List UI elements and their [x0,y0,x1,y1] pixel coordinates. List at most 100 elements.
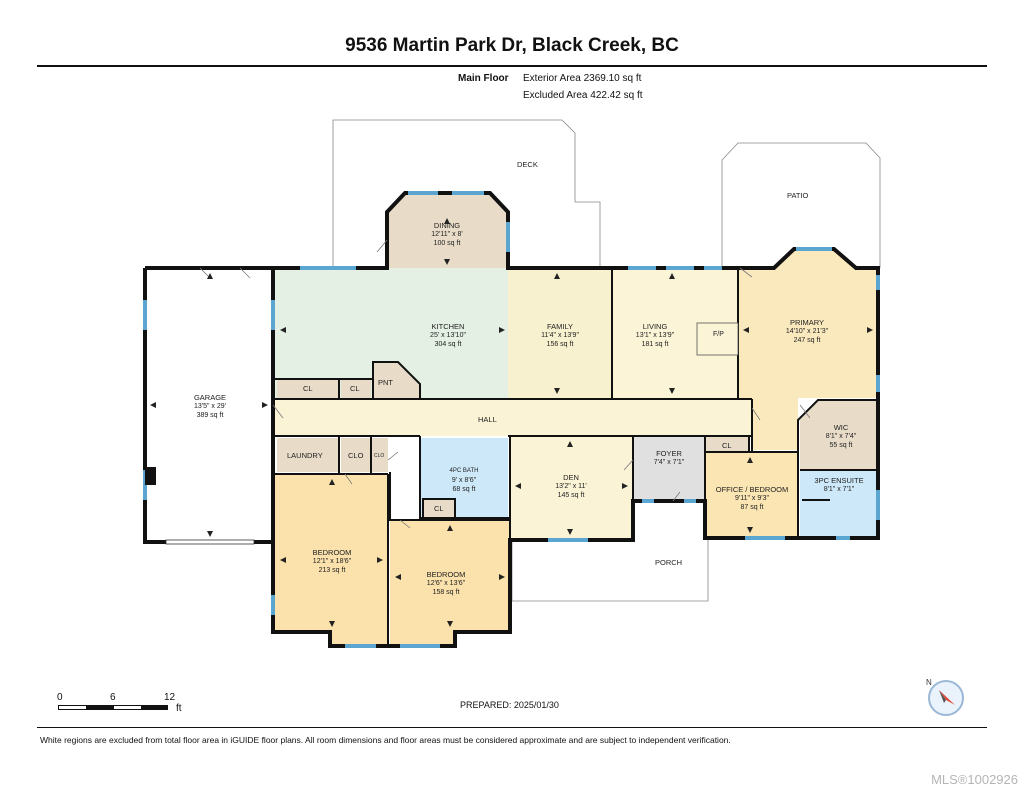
room-dims: 13'1" x 13'9" [635,332,675,339]
room-name: GARAGE [193,393,227,402]
compass-label: N [926,678,932,687]
room-area: 158 sq ft [432,589,460,596]
room-foyer: FOYER 7'4" x 7'1" [638,449,700,467]
room-kitchen: KITCHEN 25' x 13'10" 304 sq ft [398,322,498,349]
room-dims: 8'1" x 7'4" [825,433,857,440]
room-name: WIC [833,423,849,432]
scale-seg-2 [141,706,168,709]
deck-outline [332,119,601,268]
room-dining: DINING 12'11" x 8' 100 sq ft [407,221,487,248]
ensuite-fill [800,470,876,538]
clo-fill-2 [372,438,388,472]
room-area: 145 sq ft [557,492,585,499]
patio-label: PATIO [787,191,809,200]
clo-label-1: CLO [348,451,364,460]
room-living: LIVING 13'1" x 13'9" 181 sq ft [615,322,695,349]
room-ensuite: 3PC ENSUITE 8'1" x 7'1" [801,476,877,494]
bedroom2-fill [390,520,510,646]
excluded-area: Excluded Area 422.42 sq ft [523,90,643,101]
room-dims: 9' x 8'6" [451,477,477,484]
room-dims: 11'4" x 13'9" [541,332,579,339]
plan-title: 9536 Martin Park Dr, Black Creek, BC [345,35,679,56]
room-bath4: 4PC BATH 9' x 8'6" 68 sq ft [424,467,504,494]
cl-fill-2 [341,379,371,399]
room-name: PRIMARY [789,318,825,327]
title-rule [37,65,987,67]
room-dims: 7'4" x 7'1" [653,459,685,466]
room-area: 213 sq ft [318,567,346,574]
room-bedroom-2: BEDROOM 12'6" x 13'6" 158 sq ft [406,570,486,597]
scale-seg-1 [86,706,114,709]
room-name: OFFICE / BEDROOM [715,485,789,494]
fireplace [696,322,739,356]
prepared-date: PREPARED: 2025/01/30 [460,700,559,710]
mls-watermark: MLS®1002926 [931,772,1018,787]
room-primary: PRIMARY 14'10" x 21'3" 247 sq ft [767,318,847,345]
room-name: DINING [433,221,461,230]
room-name: BEDROOM [312,548,352,557]
room-area: 304 sq ft [434,341,462,348]
room-dims: 25' x 13'10" [430,332,466,339]
cl-label-1: CL [303,384,313,393]
room-area: 100 sq ft [433,240,461,247]
den-fill [510,436,633,540]
hall-fill [275,399,752,436]
room-area: 156 sq ft [546,341,574,348]
room-garage: GARAGE 13'5" x 29' 389 sq ft [170,393,250,420]
doors [199,239,811,529]
floor-label: Main Floor [458,73,509,84]
room-area: 181 sq ft [641,341,669,348]
deck-label: DECK [517,160,538,169]
patio-outline [721,142,881,268]
bedroom1-fill [275,474,388,646]
room-dims: 8'1" x 7'1" [823,486,855,493]
room-area: 87 sq ft [740,504,764,511]
laundry-fill [277,438,339,472]
room-area: 55 sq ft [829,442,853,449]
room-name: DEN [563,473,579,482]
room-name: KITCHEN [431,322,465,331]
porch-label: PORCH [655,558,683,567]
dimension-arrows [150,218,873,627]
room-family: FAMILY 11'4" x 13'9" 156 sq ft [520,322,600,349]
compass-icon: N [926,678,964,716]
room-dims: 14'10" x 21'3" [785,328,829,335]
room-name: 4PC BATH [449,468,479,474]
porch-outline [511,540,709,602]
room-name: FOYER [656,449,682,458]
cl-fill-4 [705,436,749,452]
scale-label-12: 12 [164,692,176,703]
clo-label-2: CLO [374,453,385,459]
room-name: BEDROOM [426,570,466,579]
cl-label-3: CL [434,504,444,513]
wic-fill [800,400,876,470]
room-dims: 9'11" x 9'3" [735,495,769,502]
foyer-fill [633,436,705,501]
hall-label: HALL [478,415,497,424]
primary-fill [738,249,878,450]
room-den: DEN 13'2" x 11' 145 sq ft [531,473,611,500]
cl-fill-1 [277,379,339,399]
fireplace-label: F/P [713,331,724,338]
room-wic: WIC 8'1" x 7'4" 55 sq ft [810,423,872,450]
garage-door [165,539,255,545]
room-dims: 12'6" x 13'6" [426,580,466,587]
room-name: FAMILY [546,322,574,331]
scale-label-0: 0 [57,692,63,703]
exterior-area: Exterior Area 2369.10 sq ft [523,73,642,84]
room-bedroom-1: BEDROOM 12'1" x 18'6" 213 sq ft [292,548,372,575]
footnote: White regions are excluded from total fl… [40,735,731,745]
scale-label-6: 6 [110,692,116,703]
laundry-label: LAUNDRY [287,451,323,460]
garage-post [145,467,156,485]
room-area: 247 sq ft [793,337,821,344]
pnt-label: PNT [378,378,393,387]
office-fill [705,452,798,538]
room-dims: 13'2" x 11' [555,483,587,490]
scale-unit: ft [176,703,182,714]
family-fill [508,268,612,399]
room-office: OFFICE / BEDROOM 9'11" x 9'3" 87 sq ft [706,485,798,512]
garage-fill [145,268,273,542]
dining-fill [387,193,508,268]
